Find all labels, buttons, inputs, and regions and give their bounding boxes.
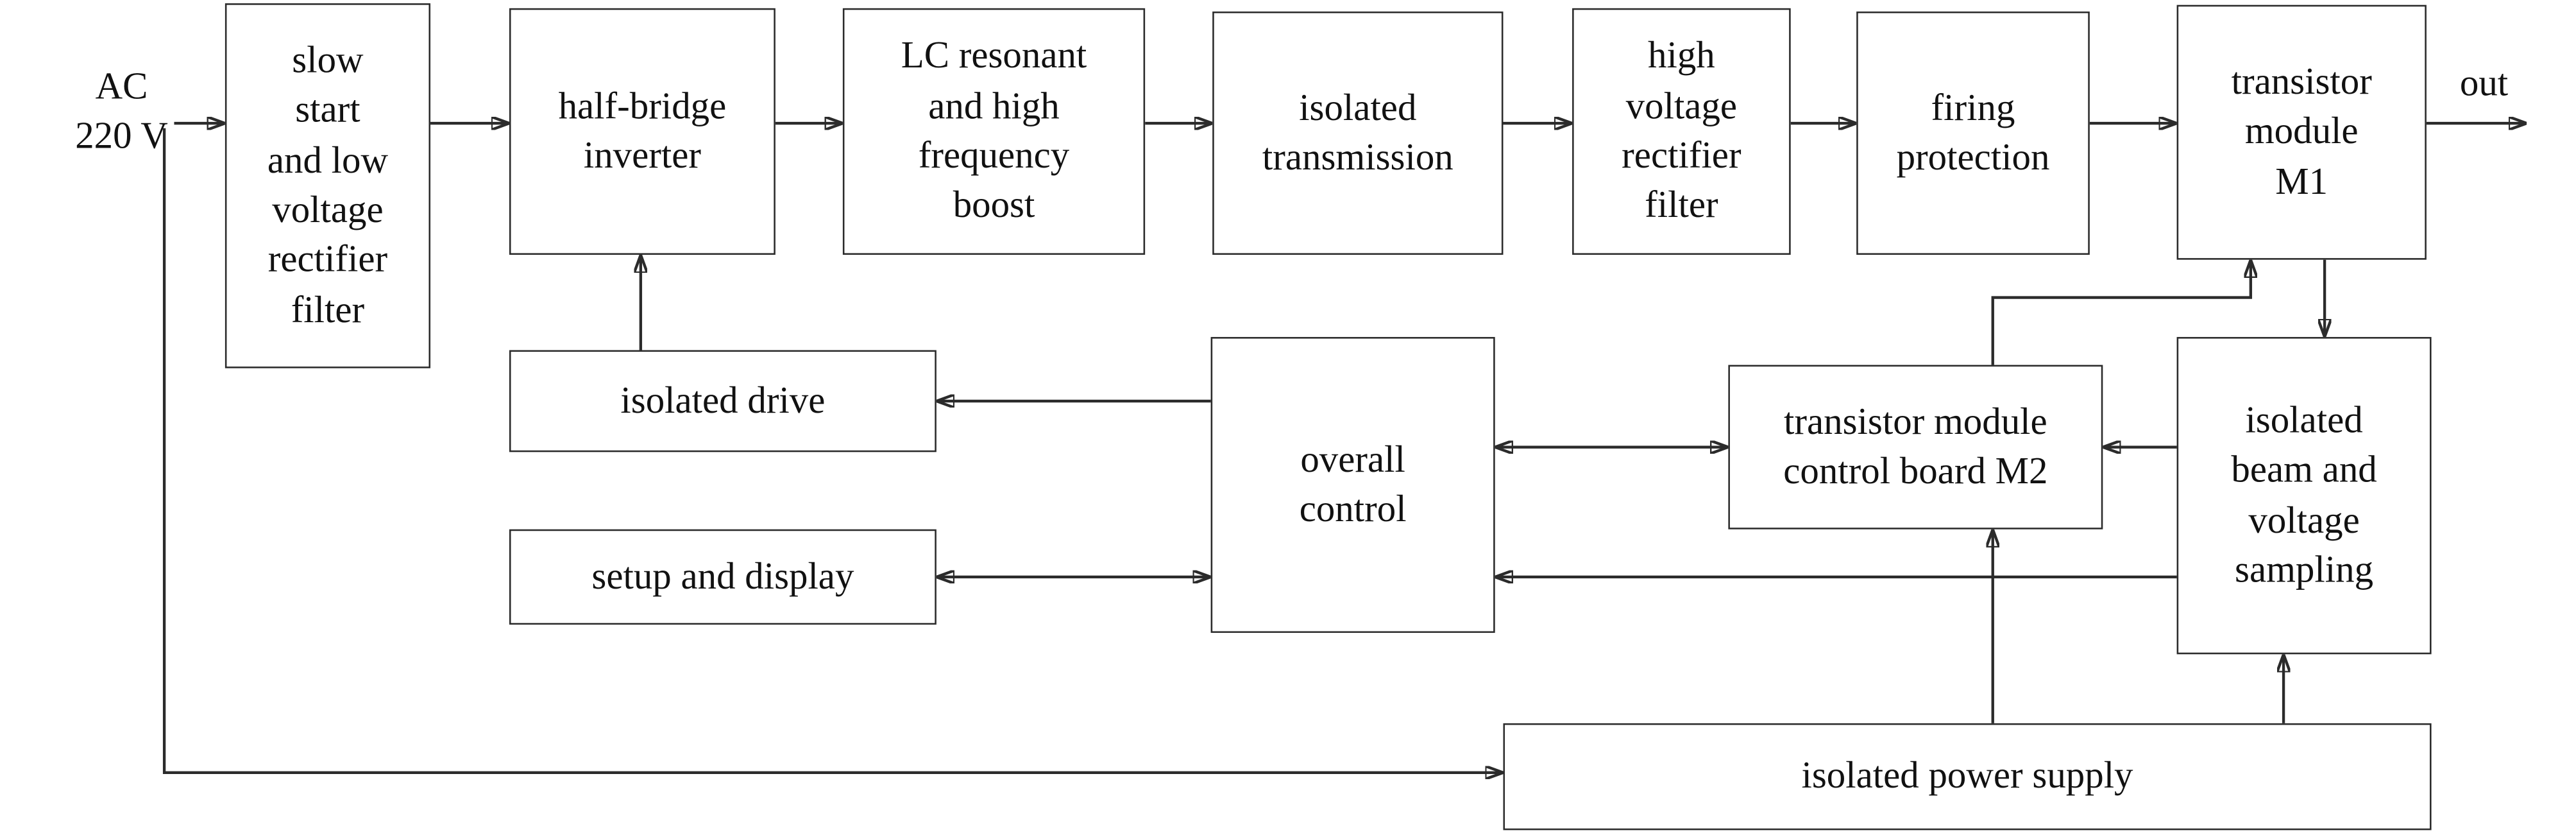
node-transistor-module-m1: transistor module M1 [2176,4,2427,260]
node-half-bridge-inverter: half-bridge inverter [509,8,775,255]
node-slow-start-rectifier-filter: slow start and low voltage rectifier fil… [225,3,431,368]
arrow-m2-to-m1 [1991,259,2251,365]
node-firing-protection: firing protection [1856,11,2090,255]
node-isolated-drive: isolated drive [509,350,936,452]
node-overall-control: overall control [1210,337,1495,633]
node-transistor-module-control-board-m2: transistor module control board M2 [1728,365,2103,529]
node-isolated-power-supply: isolated power supply [1503,723,2432,831]
node-setup-and-display: setup and display [509,529,936,625]
output-label: out [2459,62,2509,104]
node-lc-resonant-boost: LC resonant and high frequency boost [842,8,1146,255]
node-isolated-transmission: isolated transmission [1212,11,1504,255]
arrow-ac-to-power-supply [162,128,1504,773]
node-isolated-beam-voltage-sampling: isolated beam and voltage sampling [2176,337,2432,655]
ac-input-label: AC 220 V [75,65,168,157]
node-high-voltage-rectifier-filter: high voltage rectifier filter [1572,8,1791,255]
